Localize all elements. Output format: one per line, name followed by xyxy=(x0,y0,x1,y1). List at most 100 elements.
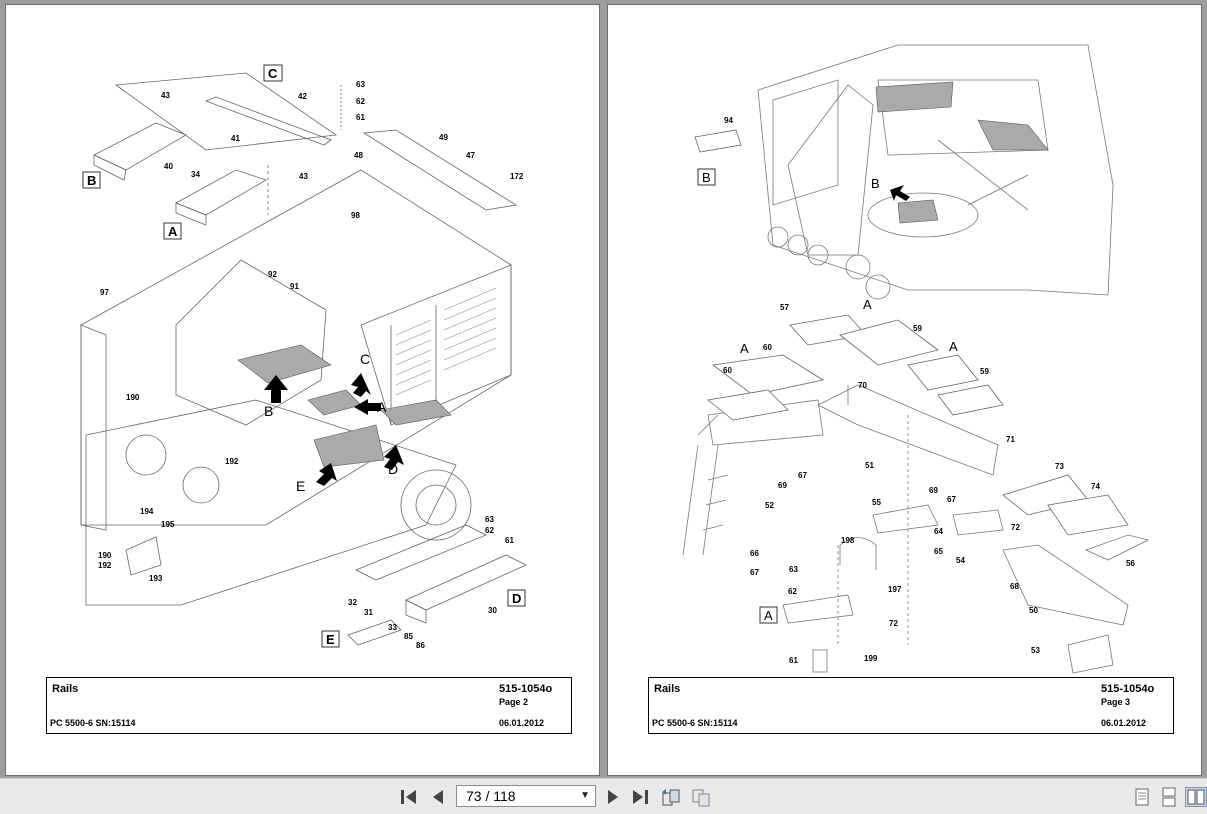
navigation-toolbar: 73 / 118 ▼ xyxy=(0,778,1207,814)
callout: 66 xyxy=(750,549,759,558)
first-page-icon[interactable] xyxy=(398,787,420,807)
arrow-label-a: A xyxy=(949,339,958,354)
rotate-pages-icon[interactable] xyxy=(660,787,682,807)
callout: 97 xyxy=(100,288,109,297)
callout: 59 xyxy=(980,367,989,376)
arrow-label-a: A xyxy=(863,297,872,312)
callout: 51 xyxy=(865,461,874,470)
previous-page-icon[interactable] xyxy=(427,787,449,807)
document-date: 06.01.2012 xyxy=(1101,718,1147,728)
callout: 63 xyxy=(356,80,365,89)
page-number-select[interactable]: 73 / 118 ▼ xyxy=(456,785,596,807)
callout: 199 xyxy=(864,654,878,663)
callout: 72 xyxy=(889,619,898,628)
view-label-a: A xyxy=(168,224,178,239)
callout: 32 xyxy=(348,598,357,607)
callout: 49 xyxy=(439,133,448,142)
drawing-title: Rails xyxy=(654,683,681,695)
callout: 56 xyxy=(1126,559,1135,568)
callout: 63 xyxy=(485,515,494,524)
next-page-icon[interactable] xyxy=(602,787,624,807)
callout: 62 xyxy=(788,587,797,596)
document-number: 515-1054o xyxy=(1101,683,1155,695)
callout: 30 xyxy=(488,606,497,615)
arrow-label-d: D xyxy=(388,461,398,477)
page-label: Page 2 xyxy=(499,697,529,707)
callout: 69 xyxy=(778,481,787,490)
callout: 41 xyxy=(231,134,240,143)
callout: 50 xyxy=(1029,606,1038,615)
machine-model: PC 5500-6 SN:15114 xyxy=(652,718,738,728)
callout: 64 xyxy=(934,527,943,536)
callout: 48 xyxy=(354,151,363,160)
drawing-title: Rails xyxy=(52,683,79,695)
chevron-down-icon: ▼ xyxy=(580,790,590,801)
callout: 194 xyxy=(140,507,154,516)
callout: 192 xyxy=(225,457,239,466)
arrow-label-a: A xyxy=(377,399,387,415)
callout: 198 xyxy=(841,536,855,545)
callout: 94 xyxy=(724,116,733,125)
callout: 59 xyxy=(913,324,922,333)
document-page-left: C B A D E C B A D E 43 42 63 62 61 41 49 xyxy=(5,4,600,776)
parts-drawing-left: C B A D E C B A D E 43 42 63 62 61 41 49 xyxy=(80,64,527,650)
callout: 72 xyxy=(1011,523,1020,532)
arrow-label-c: C xyxy=(360,351,370,367)
callout: 67 xyxy=(798,471,807,480)
callout: 60 xyxy=(723,366,732,375)
callout: 40 xyxy=(164,162,173,171)
continuous-view-icon[interactable] xyxy=(1158,787,1180,807)
callout: 57 xyxy=(780,303,789,312)
view-label-e: E xyxy=(326,632,335,647)
arrow-label-b: B xyxy=(264,403,273,419)
callout: 60 xyxy=(763,343,772,352)
callout: 31 xyxy=(364,608,373,617)
callout: 47 xyxy=(466,151,475,160)
view-label-b: B xyxy=(702,170,711,185)
view-label-b: B xyxy=(87,173,96,188)
facing-pages-view-icon[interactable] xyxy=(1185,787,1207,807)
callout: 52 xyxy=(765,501,774,510)
callout: 85 xyxy=(404,632,413,641)
callout: 192 xyxy=(98,561,112,570)
callout: 190 xyxy=(126,393,140,402)
view-label-c: C xyxy=(268,66,278,81)
callout: 65 xyxy=(934,547,943,556)
arrow-label-b: B xyxy=(871,176,880,191)
callout: 195 xyxy=(161,520,175,529)
title-block: Rails PC 5500-6 SN:15114 515-1054o Page … xyxy=(46,677,572,734)
callout: 67 xyxy=(750,568,759,577)
callout: 67 xyxy=(947,495,956,504)
callout: 54 xyxy=(956,556,965,565)
callout: 55 xyxy=(872,498,881,507)
callout: 190 xyxy=(98,551,112,560)
callout: 71 xyxy=(1006,435,1015,444)
callout: 86 xyxy=(416,641,425,650)
fit-page-icon[interactable] xyxy=(690,787,712,807)
callout: 68 xyxy=(1010,582,1019,591)
callout: 73 xyxy=(1055,462,1064,471)
arrow-label-e: E xyxy=(296,478,305,494)
callout: 61 xyxy=(789,656,798,665)
callout: 61 xyxy=(356,113,365,122)
parts-drawing-right: B A B A A A 94 57 59 60 60 59 70 71 51 6… xyxy=(682,44,1150,674)
callout: 70 xyxy=(858,381,867,390)
callout: 92 xyxy=(268,270,277,279)
single-page-view-icon[interactable] xyxy=(1131,787,1153,807)
page-label: Page 3 xyxy=(1101,697,1131,707)
machine-model: PC 5500-6 SN:15114 xyxy=(50,718,136,728)
callout: 63 xyxy=(789,565,798,574)
title-block: Rails PC 5500-6 SN:15114 515-1054o Page … xyxy=(648,677,1174,734)
callout: 91 xyxy=(290,282,299,291)
view-label-a: A xyxy=(764,608,773,623)
last-page-icon[interactable] xyxy=(629,787,651,807)
callout: 62 xyxy=(356,97,365,106)
document-number: 515-1054o xyxy=(499,683,553,695)
document-viewer: C B A D E C B A D E 43 42 63 62 61 41 49 xyxy=(0,0,1207,778)
document-date: 06.01.2012 xyxy=(499,718,545,728)
callout: 42 xyxy=(298,92,307,101)
callout: 197 xyxy=(888,585,902,594)
callout: 33 xyxy=(388,623,397,632)
callout: 69 xyxy=(929,486,938,495)
callout: 43 xyxy=(161,91,170,100)
